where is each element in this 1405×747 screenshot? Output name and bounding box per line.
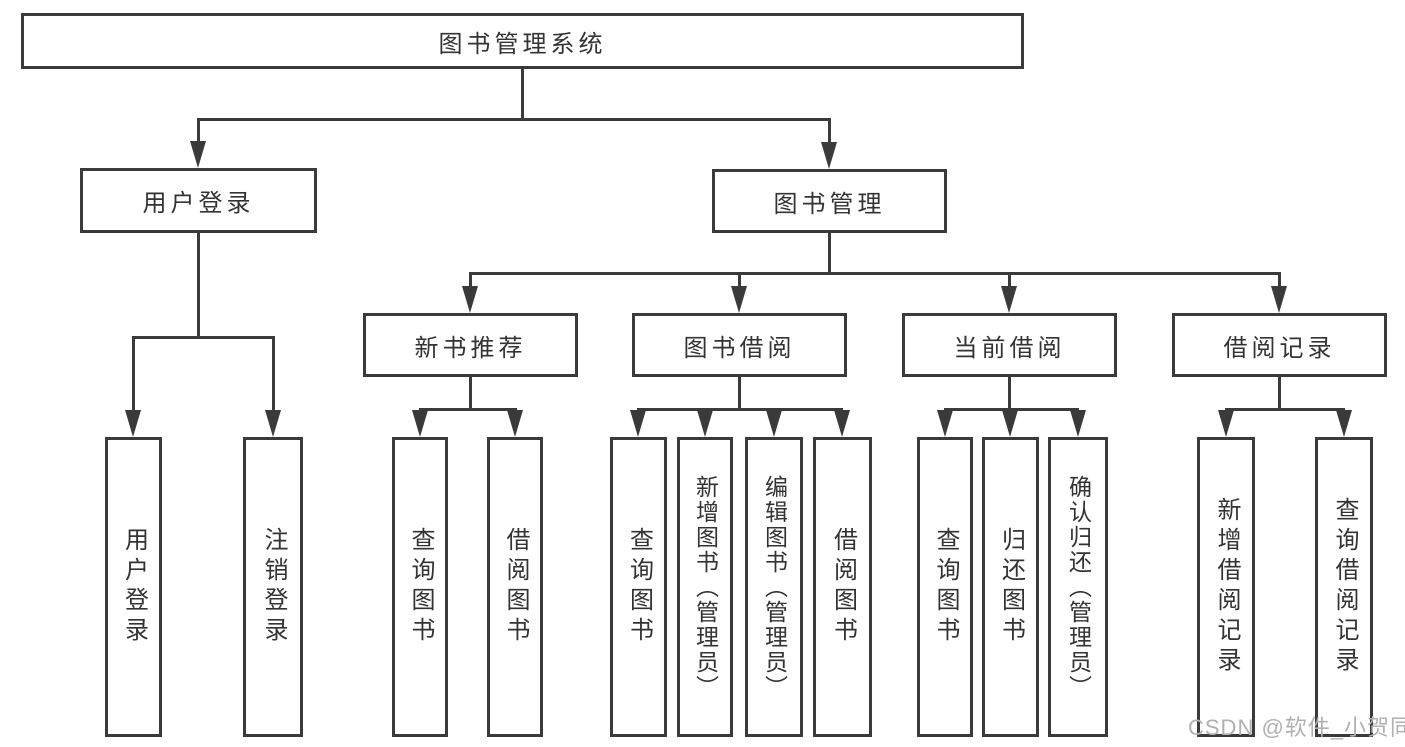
leaf-query-books-borrowing: 查询图书 xyxy=(610,437,667,737)
connector-arrowhead xyxy=(937,410,953,437)
connector-arrowhead xyxy=(1336,410,1352,437)
node-new-book-recommend: 新书推荐 xyxy=(363,313,578,377)
connector-arrowhead xyxy=(412,410,428,437)
leaf-query-borrow-record: 查询借阅记录 xyxy=(1315,437,1373,737)
connector-line xyxy=(944,408,1079,411)
leaf-logout: 注销登录 xyxy=(243,437,303,737)
connector-line xyxy=(197,118,830,121)
connector-arrowhead xyxy=(731,286,747,313)
leaf-edit-books-admin: 编辑图书（管理员） xyxy=(745,437,803,737)
connector-arrowhead xyxy=(834,410,850,437)
connector-arrowhead xyxy=(190,141,206,168)
node-borrowing-records: 借阅记录 xyxy=(1172,313,1387,377)
connector-line xyxy=(738,272,741,290)
node-book-management-branch: 图书管理 xyxy=(712,169,947,233)
connector-line xyxy=(738,377,741,411)
connector-line xyxy=(469,272,472,290)
leaf-query-books-recommend: 查询图书 xyxy=(392,437,448,737)
connector-arrowhead xyxy=(1002,410,1018,437)
connector-line xyxy=(637,408,843,411)
connector-line xyxy=(132,336,135,412)
connector-line xyxy=(1278,377,1281,411)
connector-arrowhead xyxy=(1001,286,1017,313)
connector-arrowhead xyxy=(630,410,646,437)
connector-arrowhead xyxy=(1271,286,1287,313)
leaf-user-login: 用户登录 xyxy=(105,437,162,737)
connector-line xyxy=(197,118,200,146)
connector-arrowhead xyxy=(265,410,281,437)
connector-line xyxy=(197,233,200,339)
connector-line xyxy=(521,69,524,119)
leaf-add-borrow-record: 新增借阅记录 xyxy=(1197,437,1255,737)
connector-arrowhead xyxy=(766,410,782,437)
leaf-query-books-current: 查询图书 xyxy=(917,437,973,737)
connector-line xyxy=(1225,408,1345,411)
connector-line xyxy=(469,377,472,411)
connector-arrowhead xyxy=(697,410,713,437)
connector-line xyxy=(132,336,275,339)
connector-line xyxy=(272,336,275,412)
leaf-confirm-return-admin: 确认归还（管理员） xyxy=(1048,437,1108,737)
node-current-borrowing: 当前借阅 xyxy=(902,313,1117,377)
connector-line xyxy=(828,233,831,275)
connector-arrowhead xyxy=(1070,410,1086,437)
connector-line xyxy=(1008,377,1011,411)
leaf-borrow-books-recommend: 借阅图书 xyxy=(487,437,543,737)
connector-arrowhead xyxy=(1218,410,1234,437)
leaf-borrow-books: 借阅图书 xyxy=(813,437,872,737)
connector-line xyxy=(828,118,831,146)
node-user-login-branch: 用户登录 xyxy=(80,168,317,233)
connector-arrowhead xyxy=(462,286,478,313)
connector-line xyxy=(1008,272,1011,290)
node-book-borrowing: 图书借阅 xyxy=(632,313,847,377)
connector-line xyxy=(469,272,1280,275)
connector-arrowhead xyxy=(125,410,141,437)
connector-arrowhead xyxy=(821,142,837,169)
node-library-system: 图书管理系统 xyxy=(21,13,1024,69)
connector-arrowhead xyxy=(507,410,523,437)
leaf-add-books-admin: 新增图书（管理员） xyxy=(677,437,733,737)
csdn-watermark: CSDN @软件_小贺同学 xyxy=(1188,715,1405,740)
connector-line xyxy=(419,408,517,411)
leaf-return-books: 归还图书 xyxy=(982,437,1039,737)
connector-line xyxy=(1278,272,1281,290)
